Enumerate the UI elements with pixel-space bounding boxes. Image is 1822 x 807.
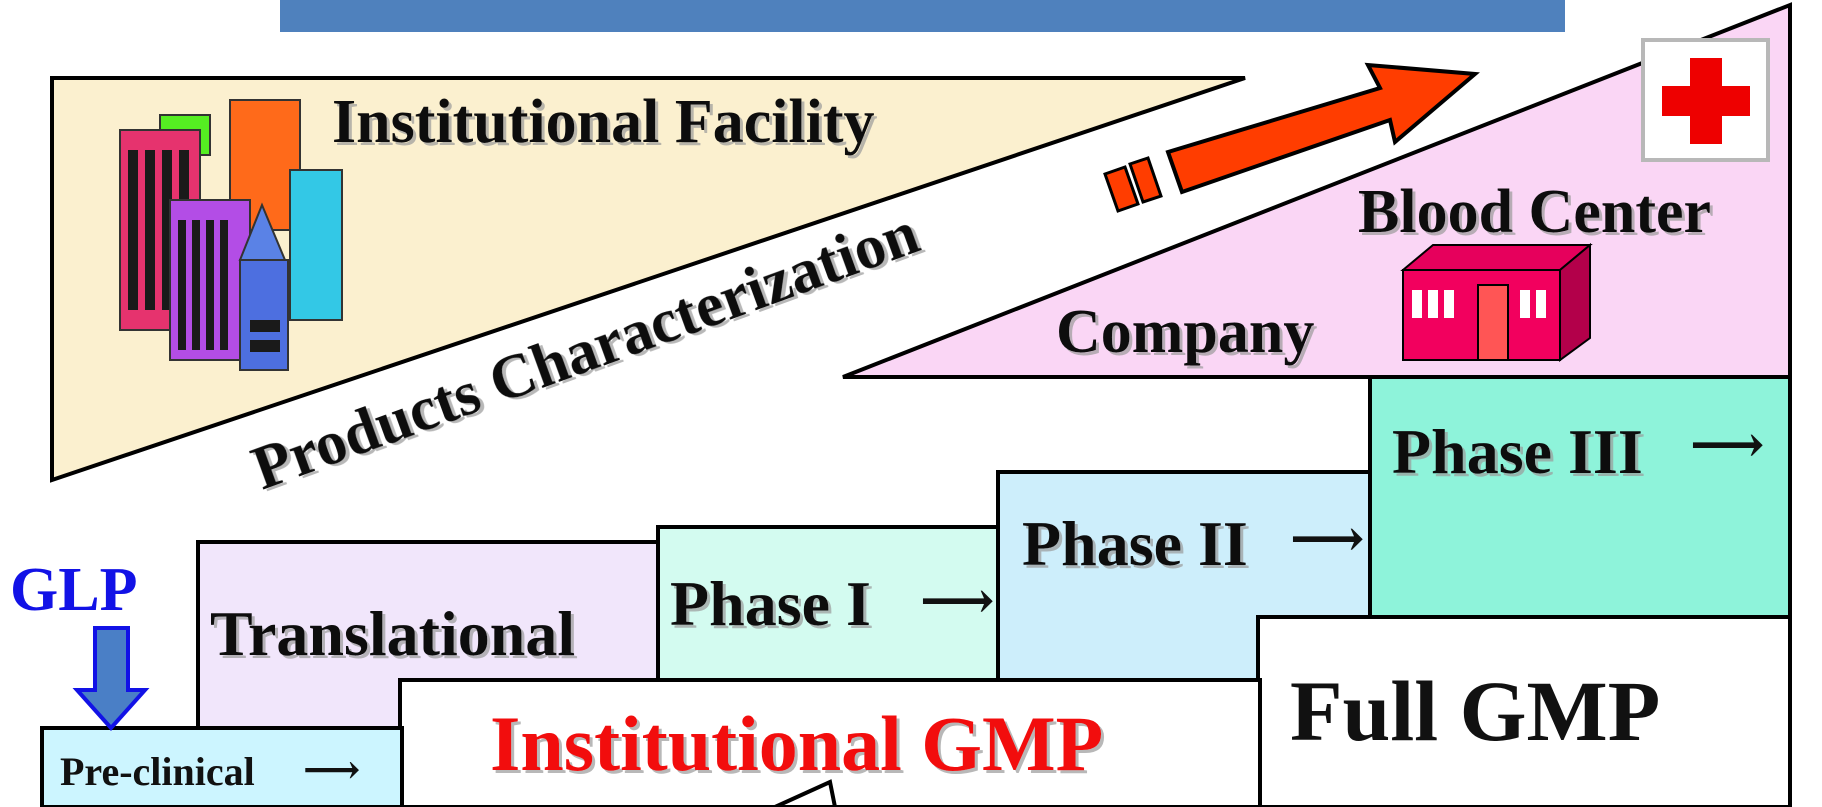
city-buildings-icon: [119, 99, 343, 371]
full-gmp-label: Full GMP: [1290, 663, 1660, 759]
stage-phase2-arrow: ⟶: [1290, 511, 1365, 568]
title-bar: [280, 0, 1565, 32]
stage-phase1-arrow: ⟶: [920, 573, 995, 630]
institutional-gmp-label: Institutional GMP: [490, 700, 1103, 787]
stage-preclinical-label: Pre-clinical: [60, 749, 255, 794]
full-gmp-box: [1256, 615, 1792, 807]
stage-preclinical-arrow: ⟶: [303, 747, 360, 792]
facility-wedge: [50, 76, 1246, 483]
glp-down-arrow-icon: [72, 626, 150, 731]
stage-phase3-box: [1368, 375, 1792, 619]
institutional-gmp-callout: [398, 678, 1262, 807]
stage-translational-label: Translational: [210, 598, 575, 669]
glp-label: GLP: [10, 556, 137, 624]
progress-arrow-icon: [1103, 62, 1480, 213]
blood-center-label: Blood Center: [1358, 178, 1711, 246]
company-label: Company: [1056, 298, 1314, 366]
stage-phase2-label: Phase II: [1022, 508, 1248, 579]
stage-preclinical-box: [40, 726, 404, 807]
stage-phase1-label: Phase I: [670, 568, 871, 639]
red-cross-icon: [1641, 38, 1770, 162]
blood-center-building-icon: [1400, 242, 1593, 362]
stage-phase3-label: Phase III: [1392, 416, 1643, 487]
facility-label: Institutional Facility: [332, 88, 875, 156]
stage-phase3-arrow: ⟶: [1690, 417, 1765, 474]
